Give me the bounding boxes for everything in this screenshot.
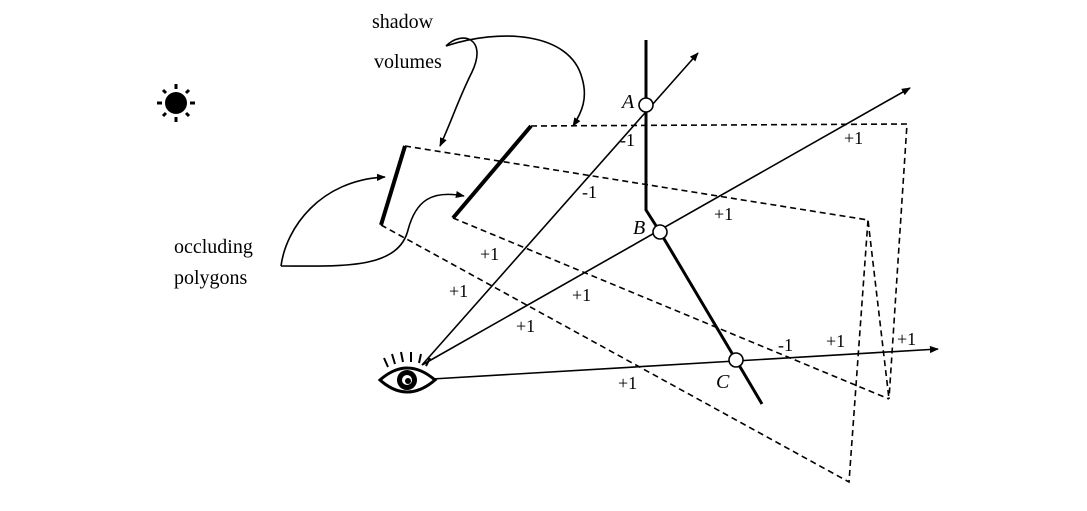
ray-to-b [421,87,911,366]
count-ray-a-4: +1 [449,281,468,301]
shadow-volumes-label-line1: shadow [372,11,434,33]
count-ray-a-1: -1 [620,130,635,150]
shadow-volume-callouts [439,35,586,147]
point-a-marker [638,97,654,113]
occluding-polygons-label-line2: polygons [174,267,248,289]
count-ray-c-4: +1 [897,329,916,349]
point-c-marker [728,352,744,368]
count-ray-a-3: +1 [480,244,499,264]
occluding-polygon-callouts [280,173,465,267]
count-ray-b-2: +1 [714,204,733,224]
count-ray-b-3: +1 [572,285,591,305]
point-b-marker [652,224,668,240]
count-ray-b-1: +1 [844,128,863,148]
occluding-polygons-label-line1: occluding [174,236,253,258]
count-ray-b-4: +1 [516,316,535,336]
count-ray-c-2: -1 [778,335,793,355]
point-b-label: B [633,217,645,239]
occluding-polygon-back [451,124,533,220]
point-c-label: C [716,371,730,393]
ray-to-a [421,52,699,366]
shadow-volumes-label-line2: volumes [374,51,442,73]
receiver-surface [644,40,764,405]
shadow-volume-back [452,123,908,400]
sun-icon [157,84,195,122]
ray-to-c [431,345,939,380]
point-a-label: A [620,91,635,113]
count-ray-a-2: -1 [582,182,597,202]
count-ray-c-1: +1 [618,373,637,393]
shadow-volume-front [380,145,890,484]
occluding-polygon-front [379,145,407,226]
count-ray-c-3: +1 [826,331,845,351]
eye-icon [377,351,438,394]
